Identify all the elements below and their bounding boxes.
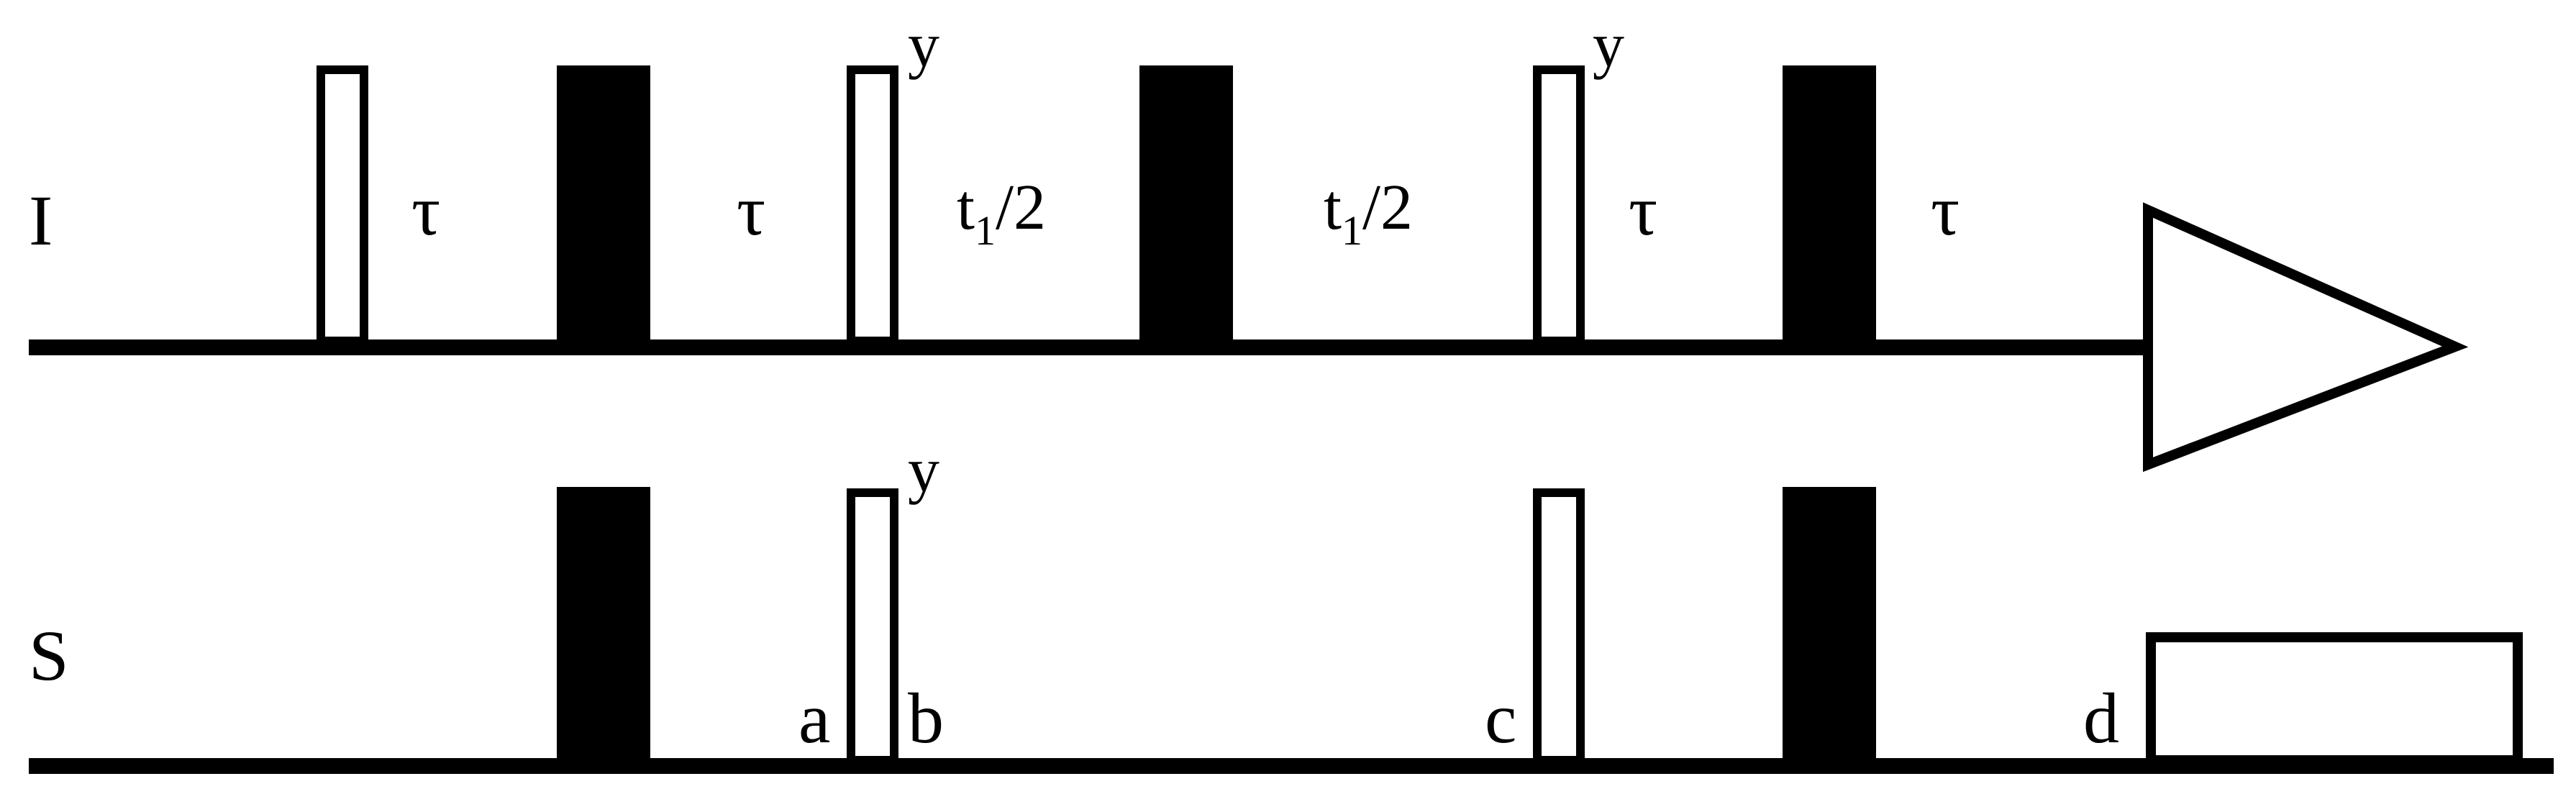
delay-tau-3: τ — [1629, 170, 1657, 250]
delay-tau-2: τ — [737, 170, 765, 250]
i-pulse-180-3 — [1783, 65, 1876, 341]
phase-y-i-2: y — [1593, 11, 1624, 81]
decoupling-block — [2146, 632, 2523, 765]
s-pulse-180-2 — [1783, 487, 1876, 760]
acquisition-triangle — [2143, 202, 2469, 473]
i-pulse-180-2 — [1139, 65, 1233, 341]
point-b-label: b — [908, 678, 944, 758]
s-pulse-180-1 — [557, 487, 650, 760]
i-pulse-90-3 — [1533, 65, 1585, 345]
phase-y-i-1: y — [908, 11, 939, 81]
delay-tau-4: τ — [1931, 170, 1960, 250]
s-channel-baseline — [29, 758, 2554, 774]
delay-t1-half-2: t1/2 — [1324, 172, 1413, 254]
i-pulse-90-1 — [317, 65, 368, 345]
phase-y-s-1: y — [908, 436, 939, 506]
point-a-label: a — [798, 678, 830, 758]
i-channel-baseline — [29, 339, 2151, 355]
delay-tau-1: τ — [411, 170, 440, 250]
delay-t1-half-1: t1/2 — [957, 172, 1046, 254]
i-pulse-90-2 — [847, 65, 898, 345]
point-c-label: c — [1485, 678, 1516, 758]
s-channel-label: S — [29, 616, 69, 696]
s-pulse-90-1 — [847, 488, 898, 765]
i-channel-label: I — [29, 181, 53, 260]
point-d-label: d — [2083, 678, 2119, 758]
i-pulse-180-1 — [557, 65, 650, 341]
s-pulse-90-2 — [1533, 488, 1585, 765]
